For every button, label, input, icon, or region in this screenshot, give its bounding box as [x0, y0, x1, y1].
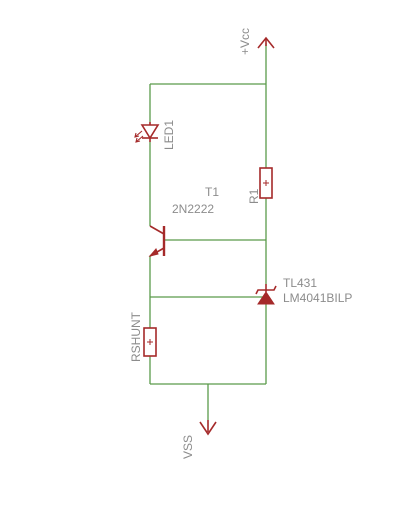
r1-label: R1 [247, 188, 261, 204]
wires [149, 43, 267, 420]
tl431-shunt-symbol [255, 284, 277, 305]
t1-transistor-symbol [148, 225, 166, 257]
t1-ref-label: T1 [205, 185, 219, 199]
rshunt-resistor-symbol [143, 327, 157, 357]
vcc-supply-symbol [257, 36, 275, 49]
tl431-ref-label: TL431 [283, 276, 317, 290]
led1-label: LED1 [162, 120, 176, 150]
vss-label: VSS [181, 435, 195, 459]
t1-part-label: 2N2222 [172, 202, 214, 216]
tl431-part-label: LM4041BILP [283, 291, 352, 305]
vcc-label: +Vcc [238, 28, 252, 55]
rshunt-label: RSHUNT [129, 311, 143, 362]
r1-resistor-symbol [259, 167, 273, 199]
vss-ground-symbol [199, 420, 217, 436]
led1-symbol [134, 122, 160, 143]
